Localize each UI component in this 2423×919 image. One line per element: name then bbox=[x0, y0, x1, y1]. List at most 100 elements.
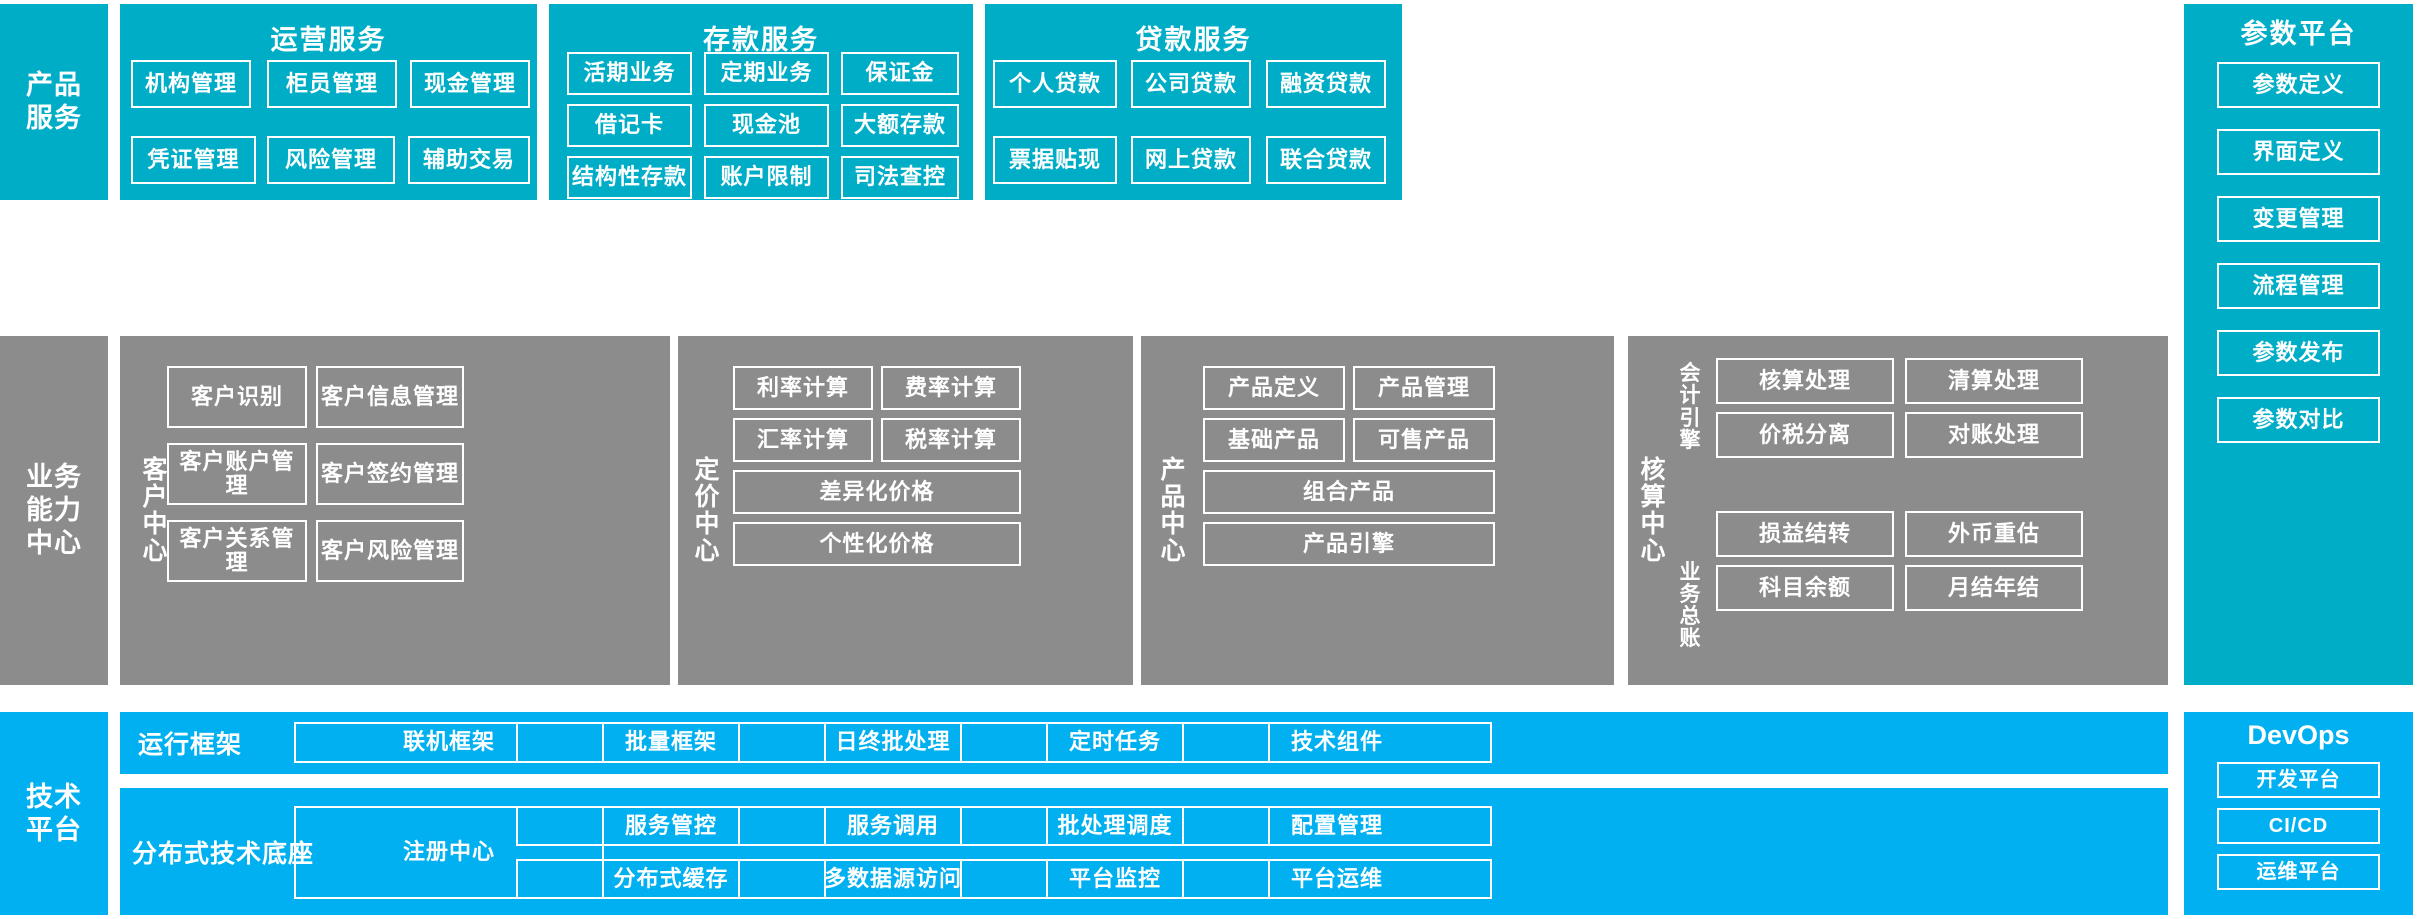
parameter-platform-title: 参数平台 bbox=[2240, 19, 2357, 49]
chip-loan-1[interactable]: 个人贷款 bbox=[993, 60, 1117, 108]
chip-customer-5[interactable]: 客户关系管理 bbox=[167, 520, 307, 582]
chip-runtime-1[interactable]: 联机框架 bbox=[294, 722, 604, 763]
chip-operations-6[interactable]: 辅助交易 bbox=[408, 136, 530, 184]
chip-deposit-5[interactable]: 现金池 bbox=[704, 104, 829, 147]
chip-deposit-9[interactable]: 司法查控 bbox=[841, 156, 959, 199]
group-operations-service: 运营服务 机构管理 柜员管理 现金管理 凭证管理 风险管理 辅助交易 bbox=[120, 4, 537, 200]
group-deposit-service-title: 存款服务 bbox=[703, 25, 819, 55]
chip-param-6[interactable]: 参数对比 bbox=[2217, 397, 2380, 443]
chip-general-ledger-1[interactable]: 损益结转 bbox=[1716, 511, 1894, 557]
chip-pricing-5[interactable]: 差异化价格 bbox=[733, 470, 1021, 514]
devops-title: DevOps bbox=[2247, 720, 2350, 750]
chip-param-5[interactable]: 参数发布 bbox=[2217, 330, 2380, 376]
band-runtime-framework-label: 运行框架 bbox=[138, 731, 243, 759]
chip-loan-2[interactable]: 公司贷款 bbox=[1131, 60, 1251, 108]
chip-pricing-1[interactable]: 利率计算 bbox=[733, 366, 873, 410]
chip-pricing-3[interactable]: 汇率计算 bbox=[733, 418, 873, 462]
chip-customer-4[interactable]: 客户签约管理 bbox=[316, 443, 464, 505]
rail-business-capability-line3: 中心 bbox=[26, 527, 82, 558]
chip-operations-4[interactable]: 凭证管理 bbox=[131, 136, 256, 184]
center-accounting: 核 算 中 心 会 计 引 擎 业 务 总 账 核算处理 清算处理 价税分离 对… bbox=[1628, 336, 2168, 685]
chip-foundation-r2-2[interactable]: 多数据源访问 bbox=[738, 859, 1048, 899]
chip-pricing-4[interactable]: 税率计算 bbox=[881, 418, 1021, 462]
chip-foundation-r2-3[interactable]: 平台监控 bbox=[960, 859, 1270, 899]
chip-customer-3[interactable]: 客户账户管理 bbox=[167, 443, 307, 505]
panel-devops: DevOps 开发平台 CI/CD 运维平台 bbox=[2184, 712, 2413, 915]
chip-foundation-r1-3[interactable]: 批处理调度 bbox=[960, 806, 1270, 846]
chip-foundation-r2-4[interactable]: 平台运维 bbox=[1182, 859, 1492, 899]
group-deposit-service: 存款服务 活期业务 定期业务 保证金 借记卡 现金池 大额存款 结构性存款 账户… bbox=[549, 4, 973, 200]
chip-deposit-8[interactable]: 账户限制 bbox=[704, 156, 829, 199]
chip-customer-1[interactable]: 客户识别 bbox=[167, 366, 307, 428]
center-pricing-label: 定 价 中 心 bbox=[694, 456, 720, 565]
rail-technical-platform-line1: 技术 bbox=[26, 781, 82, 812]
chip-deposit-1[interactable]: 活期业务 bbox=[567, 52, 692, 95]
center-customer: 客 户 中 心 客户识别 客户信息管理 客户账户管理 客户签约管理 客户关系管理… bbox=[120, 336, 670, 685]
chip-product-1[interactable]: 产品定义 bbox=[1203, 366, 1345, 410]
chip-accounting-engine-1[interactable]: 核算处理 bbox=[1716, 358, 1894, 404]
chip-param-2[interactable]: 界面定义 bbox=[2217, 129, 2380, 175]
chip-param-4[interactable]: 流程管理 bbox=[2217, 263, 2380, 309]
chip-product-2[interactable]: 产品管理 bbox=[1353, 366, 1495, 410]
chip-foundation-r1-2[interactable]: 服务调用 bbox=[738, 806, 1048, 846]
rail-business-capability-line2: 能力 bbox=[26, 495, 82, 526]
chip-foundation-r1-4[interactable]: 配置管理 bbox=[1182, 806, 1492, 846]
panel-parameter-platform: 参数平台 参数定义 界面定义 变更管理 流程管理 参数发布 参数对比 bbox=[2184, 4, 2413, 685]
chip-devops-3[interactable]: 运维平台 bbox=[2217, 854, 2380, 890]
chip-product-5[interactable]: 组合产品 bbox=[1203, 470, 1495, 514]
subgroup-general-ledger-label: 业 务 总 账 bbox=[1679, 560, 1701, 651]
chip-loan-4[interactable]: 票据贴现 bbox=[993, 136, 1117, 184]
chip-runtime-3[interactable]: 日终批处理 bbox=[738, 722, 1048, 763]
chip-operations-5[interactable]: 风险管理 bbox=[267, 136, 395, 184]
rail-product-service-line1: 产品 bbox=[26, 70, 82, 101]
chip-operations-3[interactable]: 现金管理 bbox=[410, 60, 530, 108]
chip-param-1[interactable]: 参数定义 bbox=[2217, 62, 2380, 108]
group-loan-service-title: 贷款服务 bbox=[1135, 25, 1252, 55]
chip-accounting-engine-2[interactable]: 清算处理 bbox=[1905, 358, 2083, 404]
chip-product-6[interactable]: 产品引擎 bbox=[1203, 522, 1495, 566]
center-product: 产 品 中 心 产品定义 产品管理 基础产品 可售产品 组合产品 产品引擎 bbox=[1141, 336, 1614, 685]
chip-loan-5[interactable]: 网上贷款 bbox=[1131, 136, 1251, 184]
chip-registry-center[interactable]: 注册中心 bbox=[294, 806, 604, 899]
chip-foundation-r2-1[interactable]: 分布式缓存 bbox=[516, 859, 826, 899]
chip-foundation-r1-1[interactable]: 服务管控 bbox=[516, 806, 826, 846]
band-distributed-foundation-label: 分布式技术底座 bbox=[132, 839, 315, 868]
chip-param-3[interactable]: 变更管理 bbox=[2217, 196, 2380, 242]
chip-loan-6[interactable]: 联合贷款 bbox=[1266, 136, 1386, 184]
chip-pricing-2[interactable]: 费率计算 bbox=[881, 366, 1021, 410]
chip-accounting-engine-4[interactable]: 对账处理 bbox=[1905, 412, 2083, 458]
chip-product-3[interactable]: 基础产品 bbox=[1203, 418, 1345, 462]
chip-general-ledger-3[interactable]: 科目余额 bbox=[1716, 565, 1894, 611]
chip-operations-2[interactable]: 柜员管理 bbox=[267, 60, 397, 108]
chip-devops-1[interactable]: 开发平台 bbox=[2217, 762, 2380, 798]
chip-deposit-3[interactable]: 保证金 bbox=[841, 52, 959, 95]
chip-deposit-2[interactable]: 定期业务 bbox=[704, 52, 829, 95]
rail-technical-platform-line2: 平台 bbox=[26, 814, 82, 845]
center-customer-label: 客 户 中 心 bbox=[142, 456, 168, 565]
chip-runtime-4[interactable]: 定时任务 bbox=[960, 722, 1270, 763]
rail-business-capability-line1: 业务 bbox=[26, 462, 82, 493]
chip-product-4[interactable]: 可售产品 bbox=[1353, 418, 1495, 462]
chip-devops-2[interactable]: CI/CD bbox=[2217, 808, 2380, 844]
rail-business-capability: 业务 能力 中心 bbox=[0, 336, 108, 685]
chip-pricing-6[interactable]: 个性化价格 bbox=[733, 522, 1021, 566]
chip-general-ledger-2[interactable]: 外币重估 bbox=[1905, 511, 2083, 557]
chip-runtime-2[interactable]: 批量框架 bbox=[516, 722, 826, 763]
band-distributed-foundation: 分布式技术底座 注册中心 服务管控 服务调用 批处理调度 配置管理 分布式缓存 … bbox=[120, 788, 2168, 915]
group-loan-service: 贷款服务 个人贷款 公司贷款 融资贷款 票据贴现 网上贷款 联合贷款 bbox=[985, 4, 1402, 200]
chip-deposit-7[interactable]: 结构性存款 bbox=[567, 156, 692, 199]
chip-runtime-5[interactable]: 技术组件 bbox=[1182, 722, 1492, 763]
center-accounting-label: 核 算 中 心 bbox=[1640, 456, 1666, 565]
subgroup-accounting-engine-label: 会 计 引 擎 bbox=[1679, 362, 1701, 452]
group-operations-service-title: 运营服务 bbox=[270, 25, 387, 55]
center-pricing: 定 价 中 心 利率计算 费率计算 汇率计算 税率计算 差异化价格 个性化价格 bbox=[678, 336, 1133, 685]
chip-accounting-engine-3[interactable]: 价税分离 bbox=[1716, 412, 1894, 458]
chip-loan-3[interactable]: 融资贷款 bbox=[1266, 60, 1386, 108]
chip-customer-2[interactable]: 客户信息管理 bbox=[316, 366, 464, 428]
chip-deposit-6[interactable]: 大额存款 bbox=[841, 104, 959, 147]
chip-general-ledger-4[interactable]: 月结年结 bbox=[1905, 565, 2083, 611]
chip-operations-1[interactable]: 机构管理 bbox=[131, 60, 251, 108]
chip-customer-6[interactable]: 客户风险管理 bbox=[316, 520, 464, 582]
chip-deposit-4[interactable]: 借记卡 bbox=[567, 104, 692, 147]
